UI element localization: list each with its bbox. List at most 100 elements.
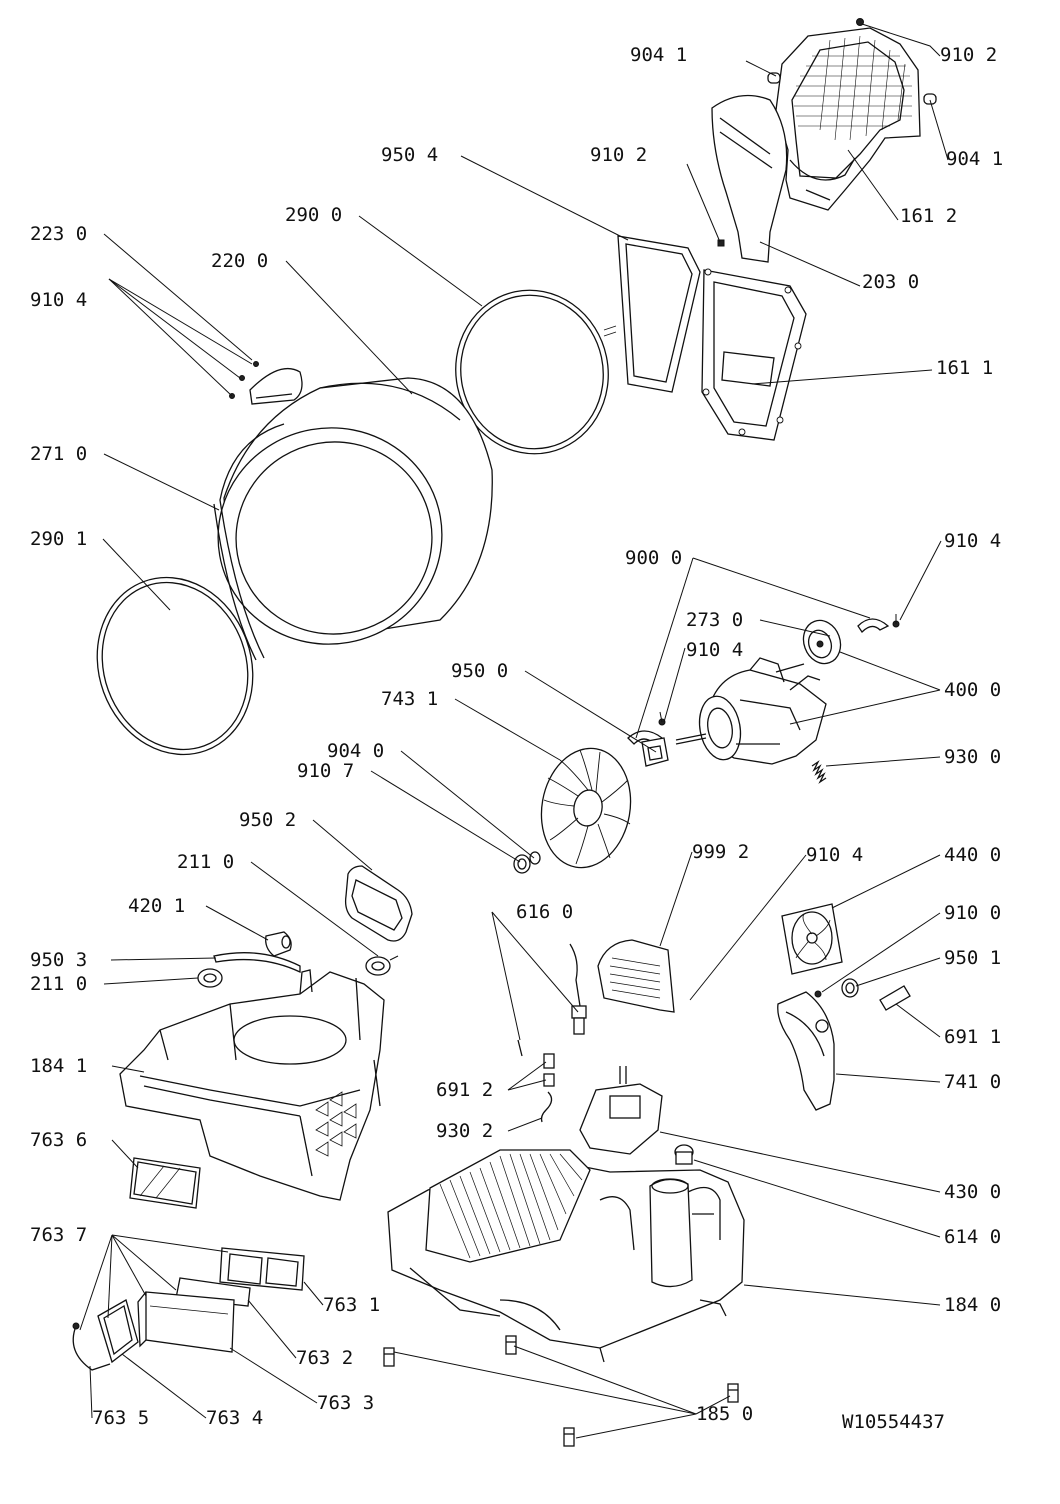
filter-763-4 [97, 1299, 139, 1364]
blower-wheel-743-1 [540, 747, 632, 869]
filter-763-3 [137, 1291, 235, 1353]
nut-910-7 [513, 854, 531, 874]
callout-999-2: 999 2 [692, 841, 749, 863]
pulley-273-0 [802, 619, 842, 665]
rear-duct-part [775, 27, 921, 211]
callout-273-0: 273 0 [686, 609, 743, 631]
cooling-fan-440-0 [781, 903, 843, 975]
callout-440-0: 440 0 [944, 844, 1001, 866]
callout-420-1: 420 1 [128, 895, 185, 917]
callout-211-0-a: 211 0 [177, 851, 234, 873]
callout-271-0: 271 0 [30, 443, 87, 465]
bearing-211-0-left [197, 968, 223, 988]
filter-frame-999-2 [597, 939, 675, 1013]
callout-763-1: 763 1 [323, 1294, 380, 1316]
callout-161-2: 161 2 [900, 205, 957, 227]
callout-910-2-a: 910 2 [940, 44, 997, 66]
callout-950-4: 950 4 [381, 144, 438, 166]
callout-184-1: 184 1 [30, 1055, 87, 1077]
callout-223-0: 223 0 [30, 223, 87, 245]
sensor-691-2 [543, 1053, 555, 1087]
callout-910-4-c: 910 4 [686, 639, 743, 661]
base-184-0 [387, 1149, 745, 1363]
gasket-950-3 [213, 952, 301, 974]
callout-184-0: 184 0 [944, 1294, 1001, 1316]
air-duct-741-0 [777, 991, 835, 1111]
callout-910-4-d: 910 4 [806, 844, 863, 866]
foot-185-0-b [505, 1335, 517, 1355]
callout-614-0: 614 0 [944, 1226, 1001, 1248]
shield-panel-part [711, 94, 788, 263]
callout-763-2: 763 2 [296, 1347, 353, 1369]
drum-seal-290-1 [96, 576, 254, 756]
filter-763-1 [219, 1247, 305, 1291]
leader-lines [79, 23, 949, 1439]
foot-185-0-a [383, 1347, 395, 1367]
callout-220-0: 220 0 [211, 250, 268, 272]
callout-930-2: 930 2 [436, 1120, 493, 1142]
roller-420-1 [265, 931, 292, 957]
callout-185-0: 185 0 [696, 1403, 753, 1425]
part-950-0 [641, 737, 669, 767]
duct-plate-161-1 [701, 268, 807, 441]
callout-904-1-b: 904 1 [946, 148, 1003, 170]
drawing-number: W10554437 [842, 1411, 945, 1433]
motor-clamp-right [857, 618, 890, 634]
lamp-cover-223-0 [249, 367, 303, 405]
foot-185-0-d [563, 1427, 575, 1447]
drum-seal-290-0 [455, 289, 609, 455]
screw-910-2-top [856, 18, 864, 26]
callout-763-3: 763 3 [317, 1392, 374, 1414]
base-duct-184-1 [119, 969, 385, 1201]
screw-910-2-mid [717, 239, 725, 247]
callout-616-0: 616 0 [516, 901, 573, 923]
callout-743-1: 743 1 [381, 688, 438, 710]
callout-950-0: 950 0 [451, 660, 508, 682]
callout-900-0: 900 0 [625, 547, 682, 569]
callout-904-1-a: 904 1 [630, 44, 687, 66]
callout-203-0: 203 0 [862, 271, 919, 293]
pin-904-1-right [923, 93, 937, 105]
callout-691-1: 691 1 [944, 1026, 1001, 1048]
seal-950-1 [841, 978, 859, 998]
callout-290-1: 290 1 [30, 528, 87, 550]
callout-763-4: 763 4 [206, 1407, 263, 1429]
sensor-616-0 [517, 943, 587, 1057]
callout-741-0: 741 0 [944, 1071, 1001, 1093]
callout-950-2: 950 2 [239, 809, 296, 831]
spring-930-0 [811, 760, 827, 784]
screw-910-0 [814, 990, 822, 998]
callout-290-0: 290 0 [285, 204, 342, 226]
callout-910-4-b: 910 4 [944, 530, 1001, 552]
sensor-691-1 [879, 985, 911, 1011]
callout-904-0: 904 0 [327, 740, 384, 762]
gasket-950-2 [344, 865, 413, 942]
callout-430-0: 430 0 [944, 1181, 1001, 1203]
filter-763-6 [129, 1157, 201, 1209]
pump-box-430-0 [579, 1066, 663, 1155]
float-614-0 [674, 1144, 694, 1165]
callout-400-0: 400 0 [944, 679, 1001, 701]
filter-763-2 [175, 1277, 251, 1307]
callout-950-3: 950 3 [30, 949, 87, 971]
callout-763-7: 763 7 [30, 1224, 87, 1246]
callout-930-0: 930 0 [944, 746, 1001, 768]
callout-950-1: 950 1 [944, 947, 1001, 969]
callout-691-2: 691 2 [436, 1079, 493, 1101]
callout-910-7: 910 7 [297, 760, 354, 782]
gasket-950-4 [603, 235, 701, 393]
callout-910-4-a: 910 4 [30, 289, 87, 311]
callout-763-5: 763 5 [92, 1407, 149, 1429]
screw-910-4-clamp [658, 614, 900, 726]
callout-763-6: 763 6 [30, 1129, 87, 1151]
handle-763-5 [72, 1322, 111, 1371]
clip-930-2 [540, 1091, 553, 1123]
callout-labels: 904 1 910 2 904 1 950 4 910 2 161 2 290 … [30, 44, 1003, 1433]
drum-band-271-0 [213, 423, 285, 661]
callout-211-0-b: 211 0 [30, 973, 87, 995]
callout-161-1: 161 1 [936, 357, 993, 379]
callout-910-2-b: 910 2 [590, 144, 647, 166]
bearing-211-0-right [365, 955, 399, 976]
